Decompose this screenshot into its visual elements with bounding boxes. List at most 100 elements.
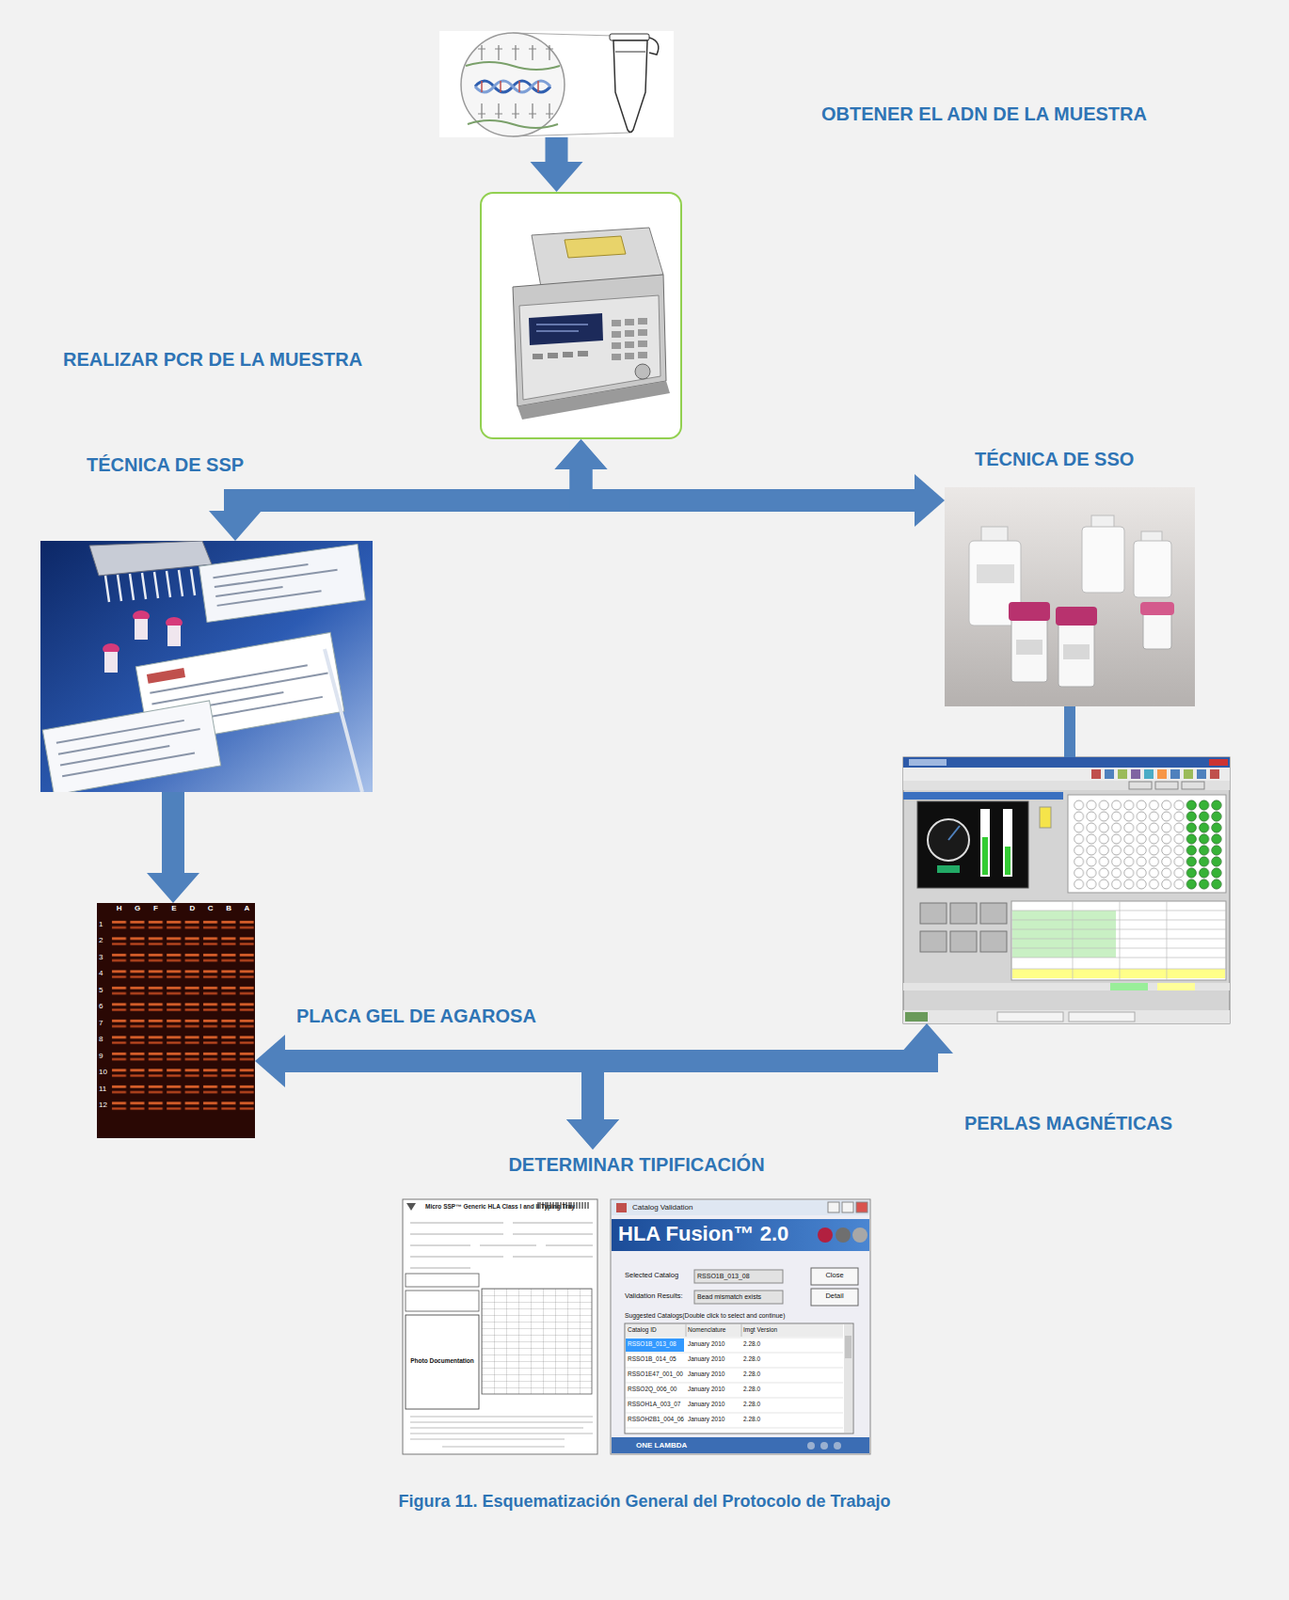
hla-fusion-window-part: [833, 1442, 842, 1450]
typing-report-sheet-part: [402, 1199, 598, 1455]
hla-fusion-window-part: [852, 1227, 868, 1243]
luminex-software-screenshot-part: [1011, 901, 1226, 981]
hla-fusion-window-part: [835, 1227, 851, 1243]
gel-step: PLACA GEL DE AGAROSA: [96, 903, 255, 1139]
typing-report-sheet-part: [406, 1203, 416, 1211]
ssp-kit-photo-part-part: [146, 668, 186, 685]
thermocycler-illustration-part: [635, 364, 651, 380]
table-cell: RSSO1E47_001_00: [627, 1370, 684, 1378]
arrow-head: [208, 510, 262, 542]
agarose-gel-image-part: [110, 916, 255, 1114]
luminex-software-screenshot-part: [980, 809, 990, 877]
ssp-kit-photo-part-part: [212, 560, 340, 606]
luminex-software-screenshot-part: [903, 983, 1230, 991]
arrow-shaft: [592, 1052, 927, 1121]
field-label: Selected Catalog: [624, 1272, 679, 1281]
luminex-software-screenshot-part: [982, 837, 988, 876]
luminex-software-screenshot-part: [1104, 769, 1114, 780]
typing-report-sheet-part: [405, 1290, 479, 1312]
gel-row-number: 10: [98, 1067, 108, 1077]
table-cell: RSSO1B_013_08: [627, 1340, 677, 1348]
dna-extraction-illustration-part: [461, 32, 565, 137]
luminex-software-screenshot-part: [920, 903, 947, 924]
table-cell: RSSO1B_014_05: [627, 1355, 677, 1363]
dna-extraction-illustration-part: [481, 45, 550, 61]
luminex-software-screenshot-part: [1155, 781, 1178, 790]
ssp-kit-photo-part: [42, 700, 221, 793]
luminex-software-screenshot-part: [908, 759, 947, 766]
table-cell: 2.28.0: [743, 1370, 761, 1378]
luminex-software-screenshot-part: [948, 826, 960, 841]
ssp-kit-photo-part: [324, 649, 363, 793]
thermocycler-illustration-part: [528, 313, 604, 346]
luminex-software-screenshot-part: [1183, 769, 1194, 780]
gel-row-number: 6: [98, 1002, 103, 1011]
arrow-head: [914, 474, 945, 527]
luminex-software-screenshot-part: [1068, 1012, 1135, 1022]
block-arrow: [530, 137, 584, 192]
table-caption: Suggested Catalogs(Double click to selec…: [624, 1312, 785, 1321]
dna-extraction-illustration-part: [481, 103, 550, 119]
luminex-software-screenshot-part: [937, 865, 960, 874]
step-label: OBTENER EL ADN DE LA MUESTRA: [821, 102, 1147, 126]
button-label: Close: [825, 1272, 844, 1281]
dna-extraction-illustration: [439, 31, 674, 138]
sso-reagents-photo-part: [1082, 526, 1125, 593]
table-header: Nomenclature: [687, 1326, 726, 1334]
arrow-head: [566, 1119, 620, 1150]
dna-extraction-illustration-part: [613, 40, 648, 133]
field-value: RSSO1B_013_08: [697, 1273, 750, 1281]
table-cell: 2.28.0: [743, 1416, 761, 1423]
luminex-software-screenshot-part: [903, 757, 1230, 1024]
thermocycler-illustration-part: [637, 351, 648, 359]
arrow-shaft: [545, 137, 569, 163]
step-label: PERLAS MAGNÉTICAS: [964, 1112, 1173, 1135]
typing-step: DETERMINAR TIPIFICACIÓN: [397, 1149, 876, 1455]
arrow-head: [254, 1034, 286, 1088]
hla-fusion-window-part: [685, 1324, 742, 1337]
thermocycler-illustration-part: [519, 295, 661, 400]
hla-fusion-window-part: [611, 1219, 870, 1252]
table-cell: January 2010: [687, 1355, 725, 1363]
luminex-software-screenshot-part: [1181, 781, 1205, 790]
thermocycler-illustration-part: [611, 342, 621, 350]
block-arrow: [1069, 706, 1071, 758]
sso-reagents-photo-part: [981, 526, 1008, 542]
luminex-software-screenshot-part: [903, 780, 1230, 791]
dna-step: OBTENER EL ADN DE LA MUESTRA: [439, 31, 674, 138]
block-arrow: [254, 1034, 620, 1150]
gel-row-number: 4: [98, 969, 103, 978]
thermocycler-illustration-part: [517, 381, 670, 420]
sso-reagents-photo-part: [1008, 602, 1051, 621]
step-label: TÉCNICA DE SSO: [974, 447, 1134, 471]
hla-fusion-window-part: [694, 1270, 783, 1284]
thermocycler-illustration-part: [562, 351, 573, 358]
gel-row-number: 8: [98, 1034, 103, 1044]
block-arrow: [146, 792, 200, 904]
arrow-shaft: [1064, 706, 1076, 758]
thermocycler-illustration-part: [637, 329, 648, 336]
ssp-kit-photo-part: [199, 543, 367, 622]
luminex-software-screenshot-part: [1117, 769, 1128, 780]
sso-reagents-photo-part: [1011, 616, 1048, 683]
sso-reagents-photo-part: [1055, 606, 1098, 626]
thermocycler-illustration-part: [564, 236, 626, 258]
beads-step: PERLAS MAGNÉTICAS: [903, 757, 1230, 1024]
typing-report-sheet-part: [481, 1289, 592, 1395]
arrow-head: [555, 439, 608, 470]
luminex-software-screenshot-part: [980, 931, 1007, 953]
luminex-software-screenshot-part: [920, 931, 947, 953]
thermocycler-illustration-part: [536, 324, 589, 332]
gel-row-number: 3: [98, 953, 103, 962]
luminex-software-screenshot-part: [1039, 807, 1051, 828]
dna-extraction-illustration-part: [649, 37, 659, 55]
gel-row-number: 12: [98, 1100, 108, 1110]
gel-column-letter: D: [189, 904, 195, 913]
luminex-software-screenshot-part: [1185, 799, 1224, 891]
gel-column-letter: E: [171, 904, 176, 913]
table-cell: January 2010: [687, 1370, 725, 1378]
luminex-software-screenshot-part: [1144, 769, 1154, 780]
luminex-software-screenshot-part: [1209, 759, 1228, 766]
arrow-head: [555, 439, 608, 470]
typing-report-sheet: [402, 1199, 598, 1455]
